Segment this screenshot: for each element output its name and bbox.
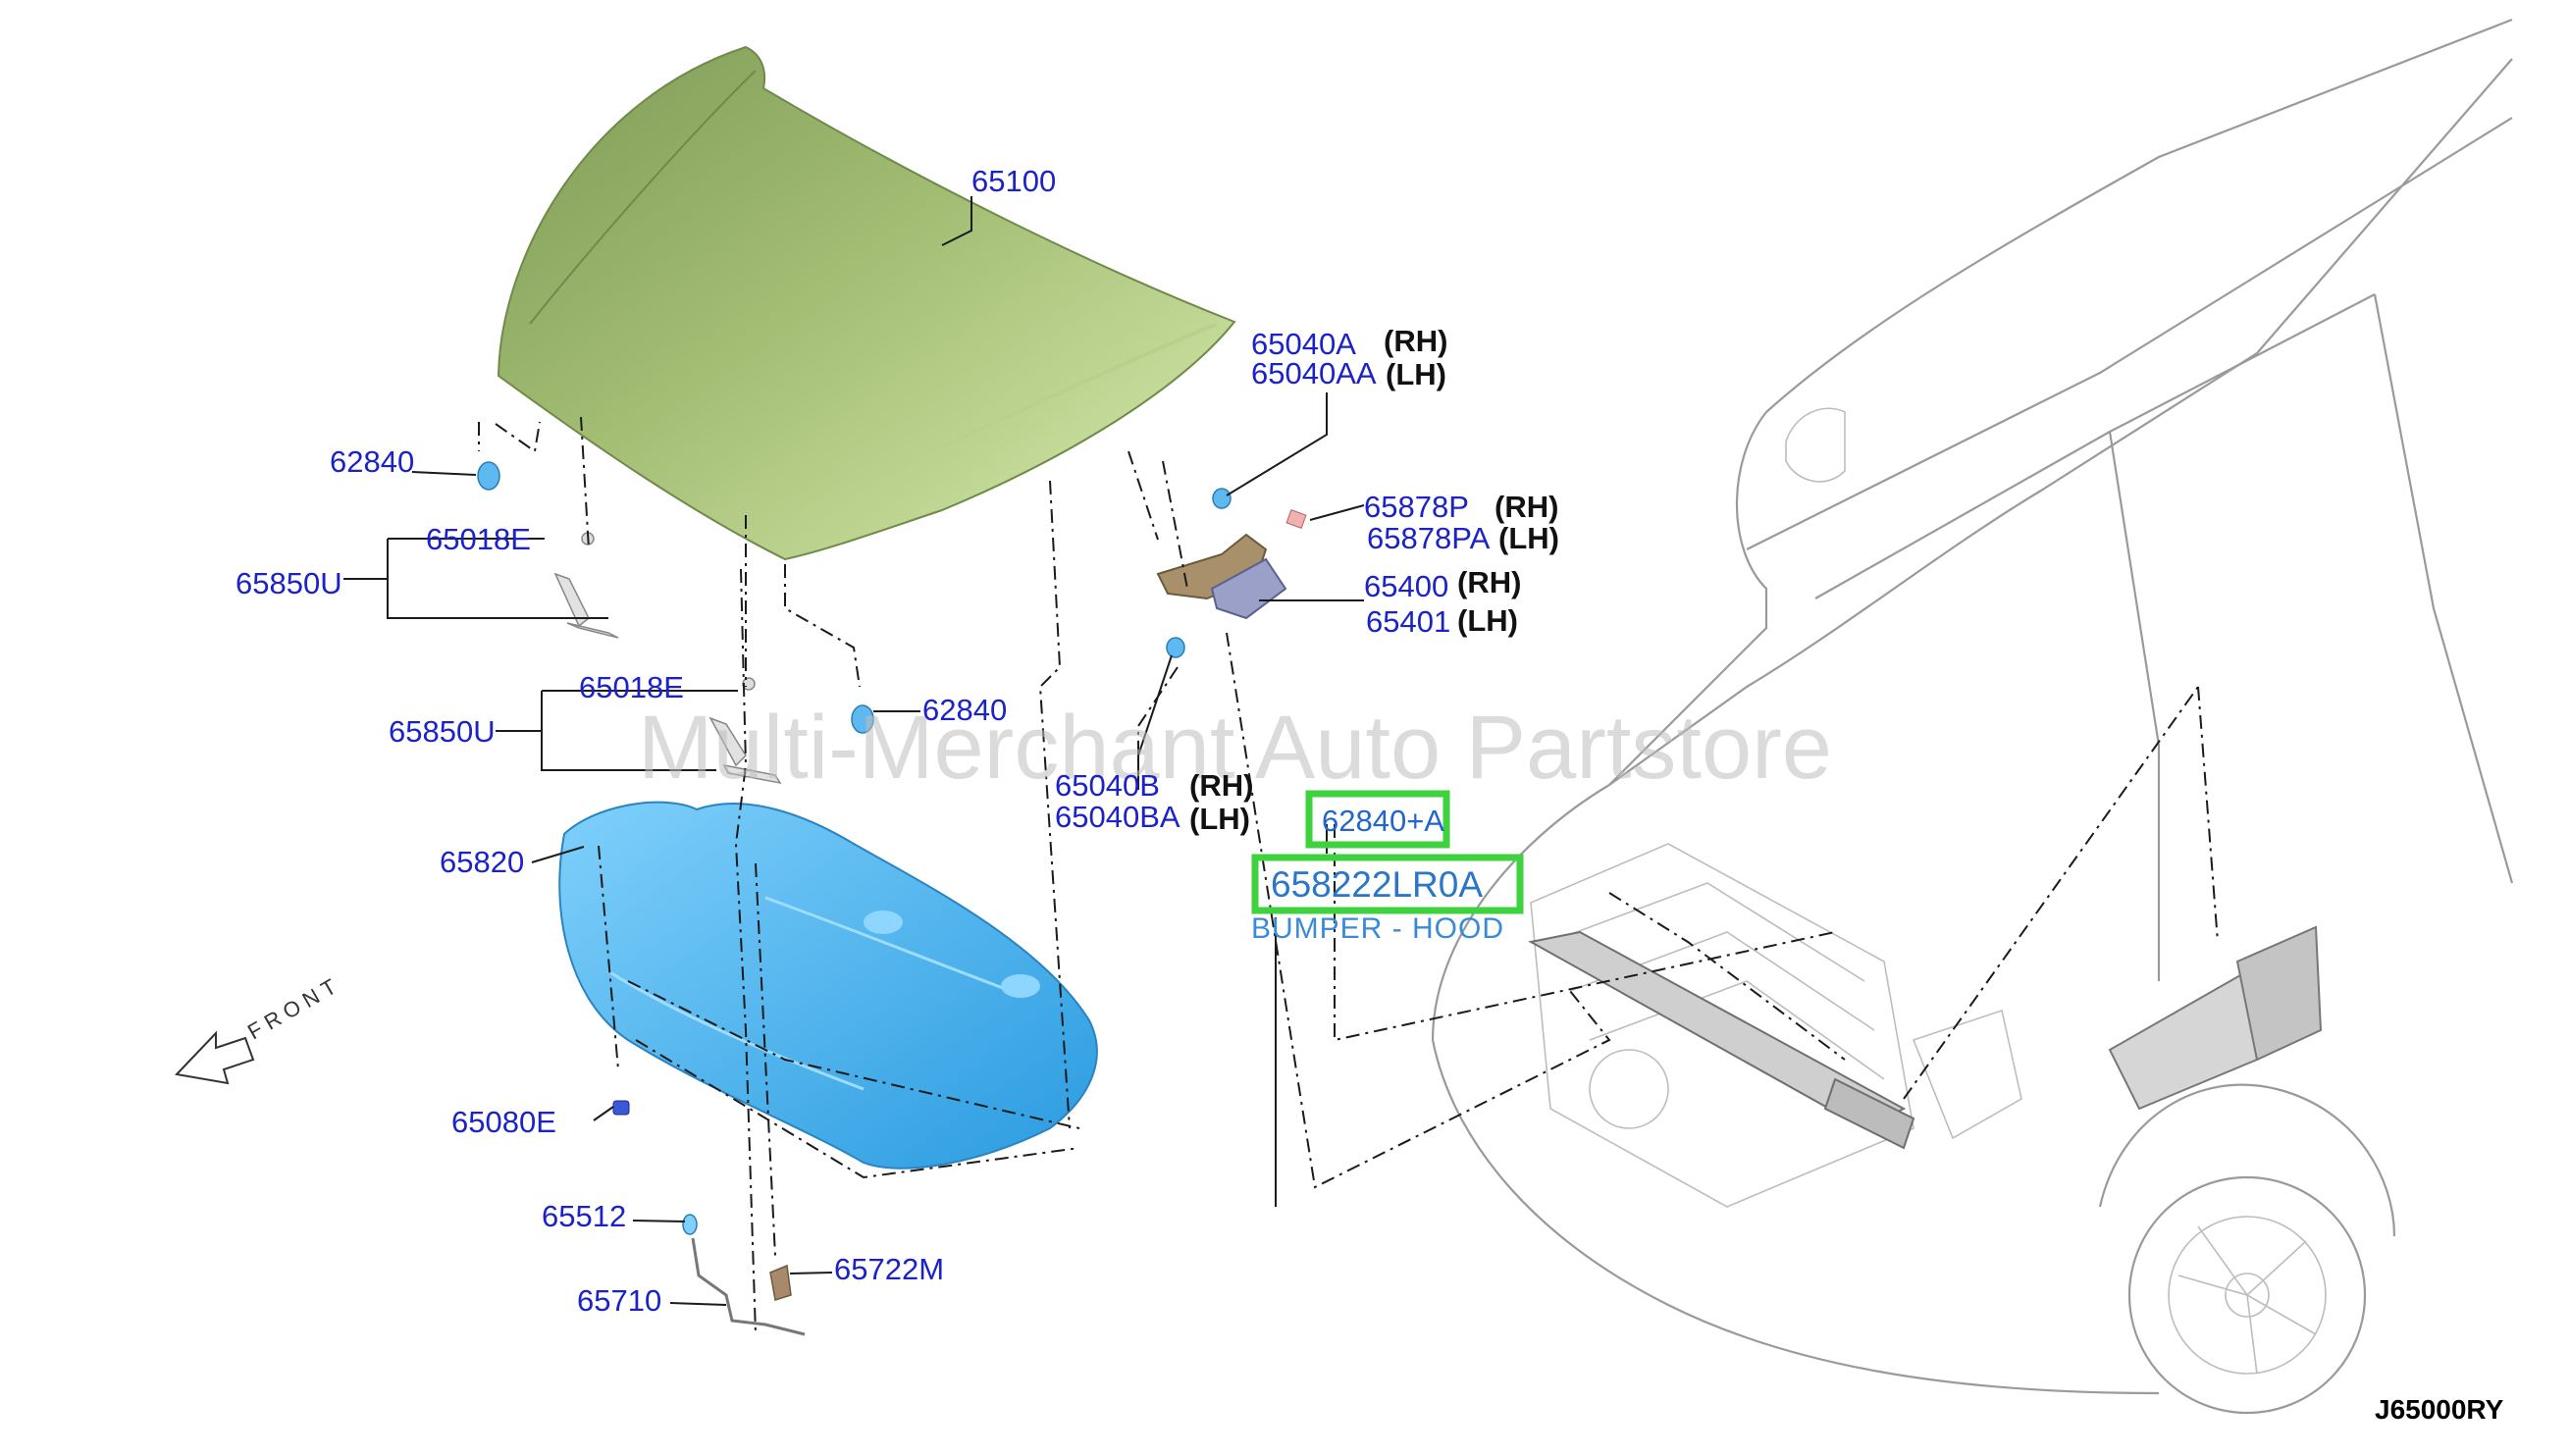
label-65850u-lower[interactable]: 65850U <box>389 714 496 749</box>
label-65722m[interactable]: 65722M <box>834 1252 944 1286</box>
highlight-part-small[interactable]: 62840+A <box>1322 804 1444 838</box>
label-65512[interactable]: 65512 <box>542 1199 626 1233</box>
label-65040b[interactable]: 65040B <box>1055 768 1160 803</box>
label-rh-65400: (RH) <box>1457 565 1521 599</box>
label-65080e[interactable]: 65080E <box>451 1105 556 1139</box>
hood-insulator <box>558 801 1098 1170</box>
label-65018e-upper[interactable]: 65018E <box>426 522 531 556</box>
highlight-box-main <box>1251 854 1524 914</box>
part-labels: 65100 62840 65018E 65850U 65018E 65850U … <box>236 164 1559 1318</box>
hood-panel <box>497 45 1236 561</box>
label-lh-65040ba: (LH) <box>1189 802 1250 836</box>
assembly-lines <box>478 416 2219 1335</box>
label-62840-top[interactable]: 62840 <box>330 444 414 479</box>
highlighted-part[interactable]: 62840+A 658222LR0A BUMPER - HOOD <box>1251 790 1524 945</box>
label-65400[interactable]: 65400 <box>1364 569 1448 603</box>
label-62840-mid[interactable]: 62840 <box>922 693 1007 727</box>
label-65100[interactable]: 65100 <box>971 164 1056 198</box>
label-rh-65040b: (RH) <box>1189 768 1253 803</box>
leader-lines <box>343 196 1365 1306</box>
label-rh-65040a: (RH) <box>1384 324 1447 358</box>
watermark-text: Multi-Merchant Auto Partstore <box>638 698 1832 798</box>
highlight-part-number[interactable]: 658222LR0A <box>1271 864 1483 905</box>
label-65018e-lower[interactable]: 65018E <box>579 670 684 704</box>
label-65040aa[interactable]: 65040AA <box>1251 356 1377 390</box>
highlight-box-small <box>1305 790 1450 849</box>
vehicle-illustration <box>1431 18 2514 1415</box>
label-lh-65878pa: (LH) <box>1498 521 1559 555</box>
label-65040ba[interactable]: 65040BA <box>1055 800 1180 834</box>
small-parts <box>477 461 1307 1336</box>
highlight-part-description: BUMPER - HOOD <box>1251 912 1504 945</box>
label-65850u-upper[interactable]: 65850U <box>236 566 342 600</box>
hood-hinge <box>1156 533 1287 620</box>
label-65040a[interactable]: 65040A <box>1251 327 1356 361</box>
label-65710[interactable]: 65710 <box>577 1283 661 1318</box>
label-65401[interactable]: 65401 <box>1366 604 1450 639</box>
front-label: FRONT <box>243 971 345 1045</box>
label-65878pa[interactable]: 65878PA <box>1367 521 1491 555</box>
label-rh-65878p: (RH) <box>1495 490 1558 524</box>
diagram-code: J65000RY <box>2375 1394 2504 1425</box>
label-lh-65401: (LH) <box>1457 603 1518 638</box>
label-65820[interactable]: 65820 <box>440 845 524 879</box>
label-65878p[interactable]: 65878P <box>1364 490 1469 524</box>
front-arrow: FRONT <box>174 971 345 1085</box>
label-lh-65040aa: (LH) <box>1386 357 1446 391</box>
